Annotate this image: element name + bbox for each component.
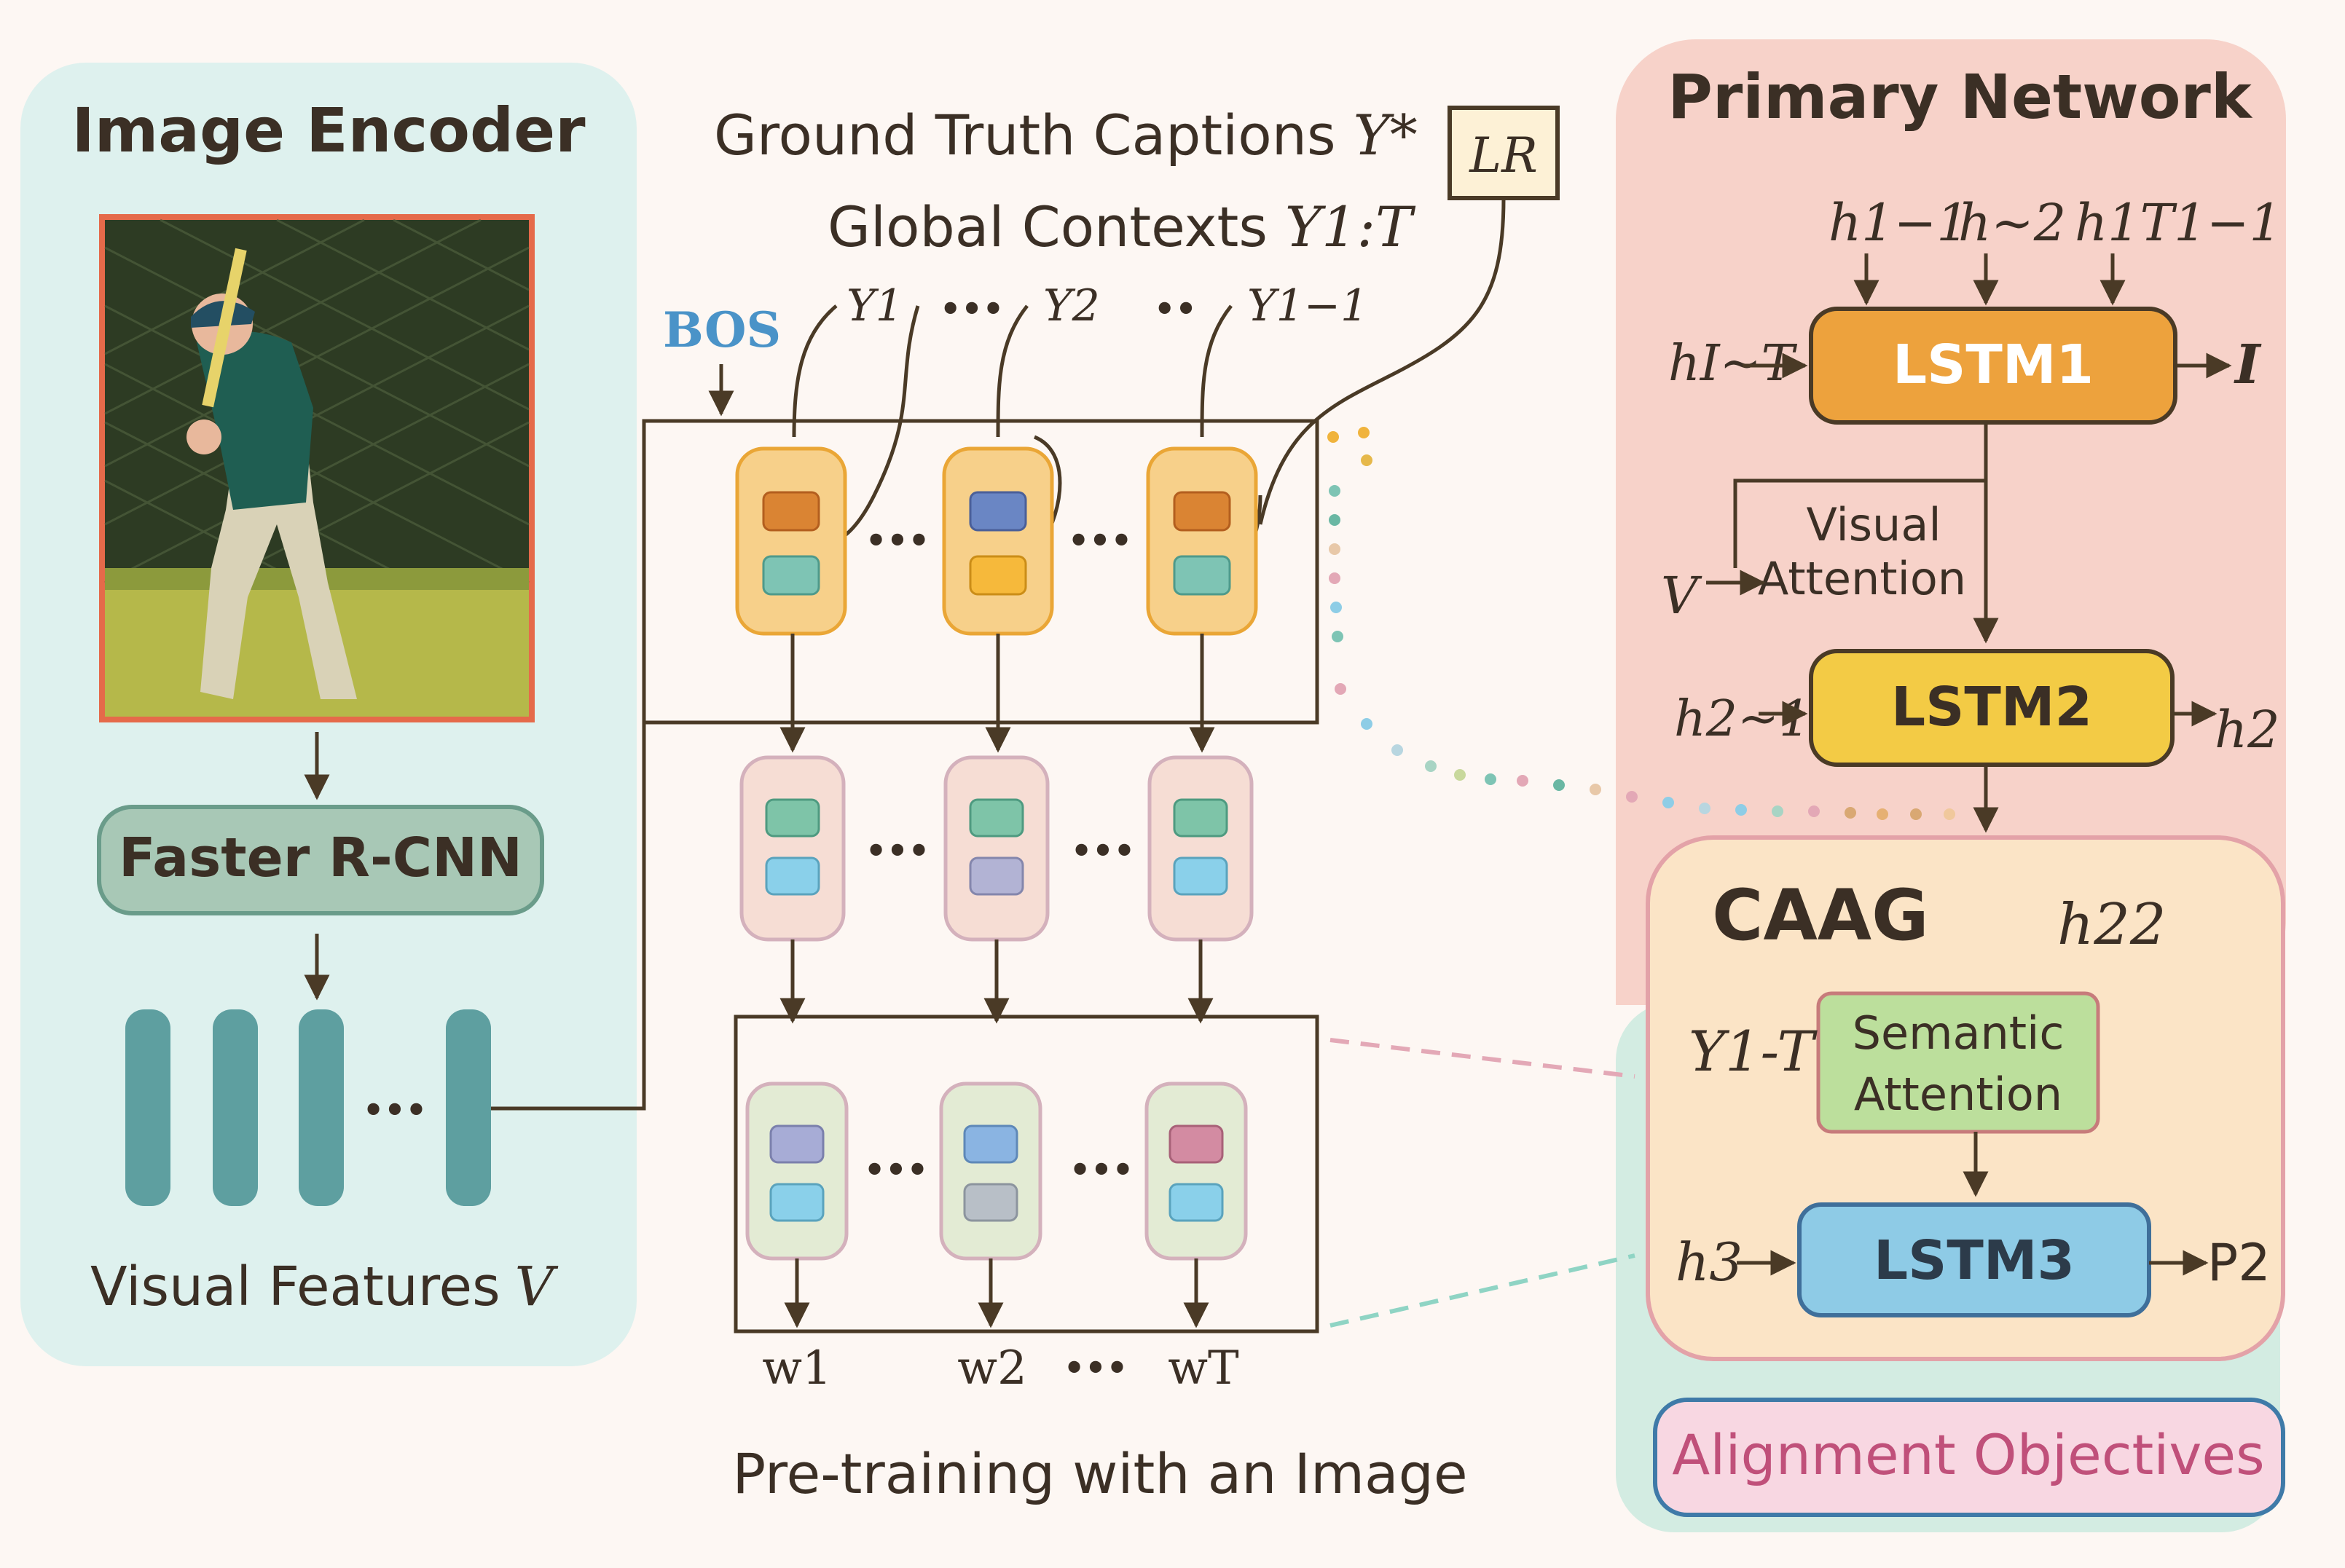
hidden-input: h~2 <box>1958 193 2066 253</box>
input-curves <box>792 304 1262 545</box>
alignment-objectives-box: Alignment Objectives <box>1653 1398 2285 1517</box>
input-tokens: Y1 ••• Y2 •• Y1−1 <box>847 280 1368 331</box>
lstm2-box: LSTM2 <box>1809 649 2175 767</box>
lstm2-left-input: h2~1 <box>1674 690 1810 748</box>
row-dots: ••• <box>1069 1150 1134 1189</box>
dashed-connector <box>1329 1038 1635 1079</box>
input-token: Y1 <box>847 280 903 331</box>
token-cell <box>942 446 1054 636</box>
input-dots: •• <box>1154 289 1197 328</box>
token-cell <box>745 1082 849 1261</box>
visual-attention-input: V <box>1661 566 1702 626</box>
dotted-context-path <box>1327 427 1955 820</box>
bos-label: BOS <box>663 302 781 358</box>
input-token: Y2 <box>1043 280 1100 331</box>
token-cell <box>939 1082 1042 1261</box>
row2-arrows <box>779 939 1214 1024</box>
caag-hidden-symbol: h22 <box>2057 892 2167 958</box>
caag-title: CAAG <box>1712 875 1929 956</box>
row-dots: ••• <box>864 1150 928 1189</box>
row-1-cells: ••• ••• <box>735 446 1258 636</box>
token-cell <box>943 755 1050 942</box>
lstm3-box: LSTM3 <box>1797 1202 2151 1317</box>
lstm1-box: LSTM1 <box>1809 307 2177 425</box>
feature-bar <box>299 1009 344 1206</box>
lstm3-output: P2 <box>2207 1233 2271 1293</box>
faster-rcnn-label: Faster R-CNN <box>119 827 522 889</box>
feature-bar <box>446 1009 491 1206</box>
loss-connector <box>1258 197 1506 525</box>
lstm1-output: I <box>2234 334 2262 396</box>
lstm3-input: h3 <box>1676 1232 1743 1293</box>
lstm1-label: LSTM1 <box>1893 334 2094 396</box>
lstm2-output: h2 <box>2215 700 2280 760</box>
row-dots: ••• <box>1068 521 1132 560</box>
output-dots: ••• <box>1064 1348 1128 1387</box>
input-token: Y1−1 <box>1247 280 1368 331</box>
output-arrows <box>784 1258 1209 1328</box>
faster-rcnn-box: Faster R-CNN <box>97 805 544 915</box>
lstm3-label: LSTM3 <box>1874 1229 2075 1292</box>
row-dots: ••• <box>865 521 930 560</box>
visual-feature-bars: ••• <box>125 1009 491 1206</box>
image-encoder-title: Image Encoder <box>71 95 586 166</box>
row-dots: ••• <box>865 831 930 870</box>
output-words: w1 w2 ••• wT <box>762 1342 1239 1395</box>
primary-network-title: Primary Network <box>1668 61 2253 133</box>
feature-ellipsis: ••• <box>363 1090 427 1130</box>
semantic-attention-line1: Semantic <box>1853 1006 2065 1060</box>
output-word: w1 <box>762 1342 832 1395</box>
semantic-attention-input: Y1-T <box>1689 1019 1818 1084</box>
lstm2-label: LSTM2 <box>1891 676 2092 738</box>
top-hidden-inputs: h1−1 h~2 h1T1−1 <box>1829 193 2282 253</box>
token-cell <box>1146 446 1258 636</box>
visual-attention-line1: Visual <box>1806 498 1941 551</box>
baseball-photo <box>99 214 535 722</box>
image-encoder-panel: Image Encoder <box>20 63 637 1366</box>
dashed-connector <box>1329 1253 1635 1328</box>
token-cell <box>735 446 847 636</box>
row1-arrows <box>779 634 1215 753</box>
pretraining-caption: Pre-training with an Image <box>732 1441 1467 1506</box>
semantic-attention-line2: Attention <box>1854 1068 2062 1121</box>
row-2-cells: ••• ••• <box>739 755 1254 942</box>
alignment-objectives-label: Alignment Objectives <box>1672 1422 2265 1487</box>
row-dots: ••• <box>1071 831 1135 870</box>
hidden-input: h1−1 <box>1829 193 1969 253</box>
hidden-input: h1T1−1 <box>2075 193 2282 253</box>
loss-label: LR <box>1469 127 1538 184</box>
top-input-arrows <box>1853 253 2126 306</box>
semantic-attention-box: Semantic Attention <box>1816 991 2100 1134</box>
feature-bar <box>125 1009 170 1206</box>
token-cell <box>1144 1082 1248 1261</box>
row-3-cells: ••• ••• <box>745 1082 1248 1261</box>
feature-bar <box>213 1009 258 1206</box>
loss-box: LR <box>1448 106 1560 200</box>
input-dots: ••• <box>940 289 1004 328</box>
token-cell <box>739 755 846 942</box>
token-cell <box>1147 755 1254 942</box>
decoder-frame <box>734 1015 1319 1333</box>
output-word: w2 <box>957 1342 1027 1395</box>
output-word: wT <box>1168 1342 1239 1395</box>
visual-attention-line2: Attention <box>1758 552 1966 605</box>
